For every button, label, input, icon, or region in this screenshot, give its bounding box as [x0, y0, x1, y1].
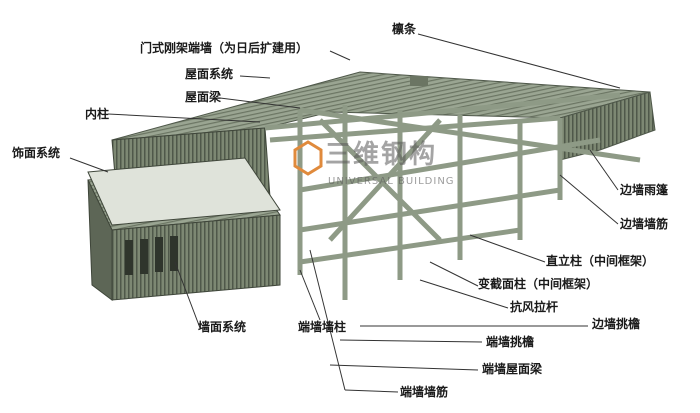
annex-front	[111, 214, 281, 301]
annex-side	[87, 179, 113, 301]
roof-vent	[410, 76, 428, 86]
label-interior-column: 内柱	[85, 107, 110, 121]
label-facade-system: 饰面系统	[12, 146, 61, 160]
watermark-logo	[293, 140, 323, 176]
watermark-text: 三维钢构	[325, 140, 438, 170]
label-sidewall-girt: 边墙墙筋	[620, 217, 669, 231]
label-endwall-girt: 端墙墙筋	[400, 385, 449, 399]
label-portal-endwall: 门式刚架端墙（为日后扩建用）	[140, 41, 309, 55]
label-wind-brace: 抗风拉杆	[510, 300, 559, 314]
label-wall-system: 墙面系统	[198, 320, 247, 334]
windows	[125, 236, 178, 275]
label-sidewall-canopy: 边墙雨篷	[620, 183, 669, 197]
canopy	[87, 157, 281, 226]
label-roof-system: 屋面系统	[185, 67, 234, 81]
watermark-subtext: UNIVERSAL BUILDING	[328, 176, 455, 187]
leader-lines	[69, 33, 621, 393]
label-sidewall-overhang: 边墙挑檐	[592, 317, 641, 331]
label-tapered-column: 变截面柱（中间框架）	[478, 277, 599, 291]
label-straight-column: 直立柱（中间框架）	[546, 254, 655, 268]
steel-frame	[264, 92, 641, 300]
label-endwall-roof-beam: 端墙屋面梁	[482, 362, 543, 376]
label-endwall-column: 端墙墙柱	[298, 320, 347, 334]
label-purlin: 檩条	[392, 22, 417, 36]
label-endwall-overhang: 端墙挑檐	[486, 335, 535, 349]
label-roof-beam: 屋面梁	[185, 90, 222, 104]
